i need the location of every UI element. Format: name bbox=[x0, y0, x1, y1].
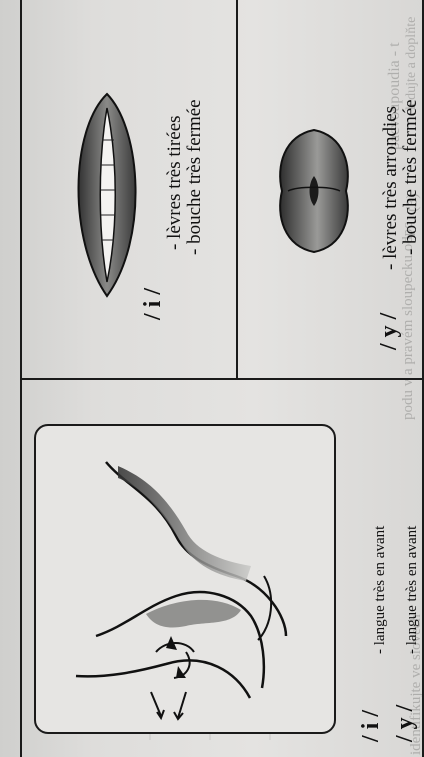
table-top-border bbox=[20, 378, 424, 380]
diagram-label-i-tongue: - langue très en avant bbox=[372, 526, 389, 654]
diagram-label-i-symbol: / i / bbox=[358, 710, 385, 742]
vowel-i-mouth-note: - bouche très fermée bbox=[184, 99, 206, 255]
diagram-label-y-tongue: - langue très en avant bbox=[404, 526, 421, 654]
table-left-border bbox=[20, 0, 22, 757]
lips-rounded-illustration bbox=[274, 126, 354, 256]
table-middle-divider bbox=[236, 0, 238, 379]
vowel-i-symbol: / i / bbox=[140, 288, 167, 320]
vocal-tract-diagram-box bbox=[34, 424, 336, 734]
vowel-i-lips-note: - lèvres très tirées bbox=[164, 115, 186, 250]
vowel-y-lips-note: - lèvres très arrondies bbox=[380, 106, 402, 270]
lips-spread-illustration bbox=[62, 90, 152, 300]
vocal-tract-diagram bbox=[36, 426, 334, 732]
vowel-y-symbol: / y / bbox=[376, 313, 403, 350]
diagram-label-y-symbol: / y / bbox=[392, 705, 419, 742]
vowel-y-mouth-note: - bouche très fermée bbox=[400, 99, 422, 255]
